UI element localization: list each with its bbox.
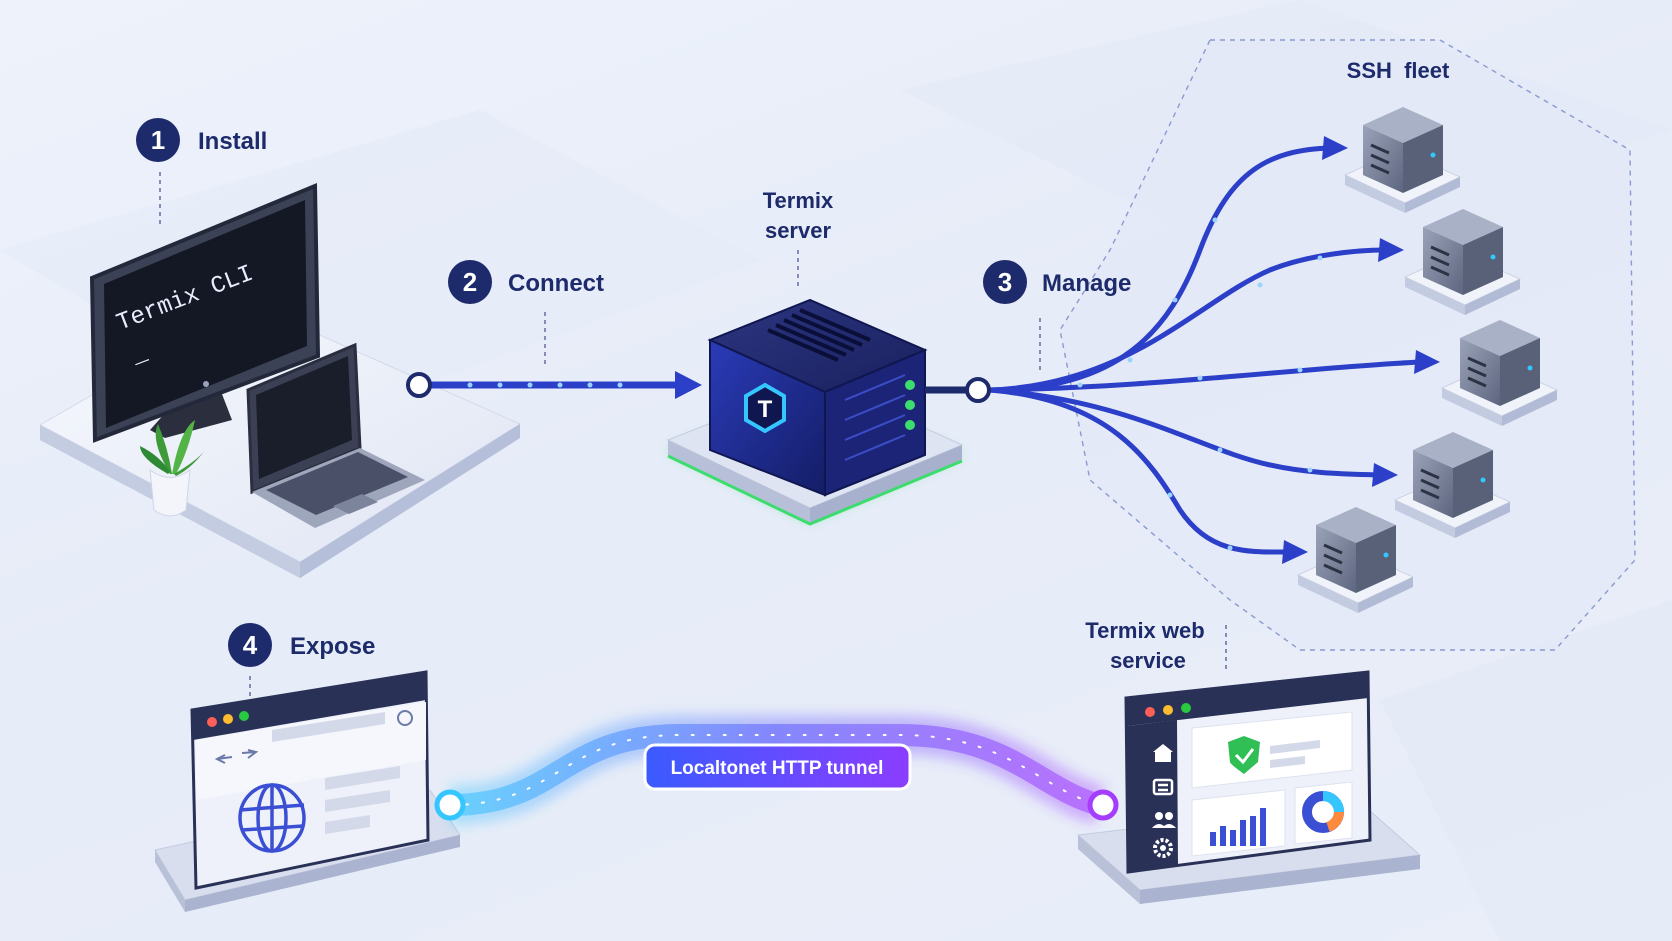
- step-number: 3: [998, 267, 1012, 297]
- desktop-monitor: [89, 183, 321, 443]
- tunnel-pill: [643, 743, 912, 791]
- step-title: Install: [198, 128, 267, 155]
- fleet-server: [1296, 507, 1415, 613]
- list-icon: [1152, 778, 1174, 796]
- step-number: 2: [463, 267, 477, 297]
- step-title: Connect: [508, 270, 604, 297]
- web-service-label: Termix web service: [1085, 618, 1227, 673]
- fleet-server: [1440, 320, 1559, 426]
- globe-icon: [238, 783, 306, 853]
- localtonet-tunnel: Localtonet HTTP tunnel: [434, 715, 1119, 825]
- plant: [140, 420, 205, 517]
- step-title: Expose: [290, 633, 375, 660]
- users-icon: [1152, 812, 1176, 828]
- step-badge: [228, 623, 272, 667]
- step-badge: [136, 118, 180, 162]
- donut-chart-icon: [1302, 791, 1344, 833]
- laptop: [246, 342, 425, 528]
- browser-window: [154, 670, 461, 912]
- step-manage: 3 Manage: [983, 260, 1131, 370]
- refresh-icon: [397, 710, 413, 726]
- termix-logo-icon: [744, 382, 786, 434]
- bar-chart-icon: [1210, 808, 1266, 846]
- step-connect: 2 Connect: [448, 260, 604, 368]
- fleet-server: [1343, 107, 1462, 213]
- web-service-line1: Termix web: [1085, 618, 1204, 643]
- fleet-server: [1403, 209, 1522, 315]
- step-install: 1 Install: [136, 118, 267, 228]
- shield-check-icon: [1228, 736, 1260, 774]
- back-forward-icon: [214, 749, 259, 764]
- fleet-server: [1393, 432, 1512, 538]
- step-badge: [983, 260, 1027, 304]
- ssh-fleet-label: SSH fleet: [1347, 58, 1450, 83]
- web-service-line2: service: [1110, 648, 1186, 673]
- step-expose: 4 Expose: [228, 623, 375, 700]
- step-number: 4: [243, 630, 258, 660]
- home-icon: [1153, 744, 1173, 762]
- manage-arrows: [925, 136, 1440, 564]
- connect-arrow: [406, 371, 702, 399]
- step-number: 1: [151, 125, 165, 155]
- termix-server-label: Termix server: [763, 188, 834, 290]
- gear-icon: [1153, 838, 1173, 858]
- logo-letter: T: [758, 396, 773, 423]
- step-title: Manage: [1042, 270, 1131, 297]
- dashboard-window: [1076, 670, 1422, 904]
- step-badge: [448, 260, 492, 304]
- server-label-line2: server: [765, 218, 832, 243]
- ssh-fleet-servers: [1296, 107, 1559, 613]
- server-label-line1: Termix: [763, 188, 834, 213]
- tunnel-label: Localtonet HTTP tunnel: [671, 758, 884, 779]
- termix-server: T: [666, 298, 964, 526]
